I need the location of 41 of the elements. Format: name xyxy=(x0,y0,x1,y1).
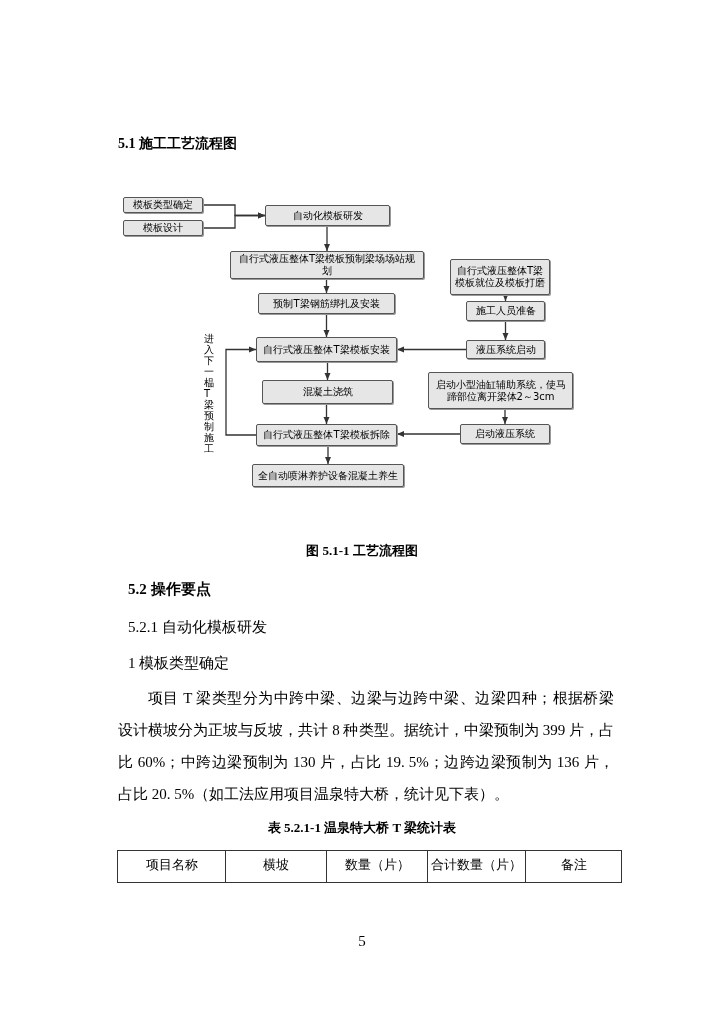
table-header-cell: 项目名称 xyxy=(117,850,226,883)
table-header-cell: 备注 xyxy=(525,850,622,883)
heading: 5.2 操作要点 xyxy=(128,580,211,599)
process-box: 液压系统启动 xyxy=(466,340,545,359)
arrow xyxy=(502,320,509,341)
process-box: 自行式液压整体T梁模板拆除 xyxy=(256,424,397,446)
arrow xyxy=(324,225,330,252)
arrow xyxy=(325,445,331,465)
process-box: 自行式液压整体T梁模板预制梁场场站规划 xyxy=(230,251,424,279)
arrow xyxy=(323,403,330,425)
process-box: 全自动喷淋养护设备混凝土养生 xyxy=(252,464,404,487)
arrow xyxy=(396,346,467,353)
process-box: 施工人员准备 xyxy=(466,301,545,321)
table-header-cell: 合计数量（片） xyxy=(427,850,526,883)
process-box: 模板设计 xyxy=(123,220,203,236)
table-title: 表 5.2.1-1 温泉特大桥 T 梁统计表 xyxy=(266,819,458,837)
table-header-cell: 横坡 xyxy=(225,850,327,883)
arrow xyxy=(396,431,461,437)
arrow xyxy=(225,346,257,436)
process-box: 自行式液压整体T梁模板安装 xyxy=(256,337,397,362)
arrow xyxy=(502,294,509,302)
arrow xyxy=(323,313,330,338)
process-box: 自行式液压整体T梁模板就位及模板打磨 xyxy=(450,259,550,295)
arrow xyxy=(324,361,331,381)
paragraph: 项目 T 梁类型分为中跨中梁、边梁与边跨中梁、边梁四种；根据桥梁设计横坡分为正坡与反坡，共计 8 种类型。据统计，中梁预制为 399 片，占比 60%；中跨边梁预制为 130 片，占比 19. 5%；边跨边梁预制为 136 片，占比 20. 5%（如工法应用项目温泉特大桥，统计见下表）。 xyxy=(118,689,614,804)
process-box: 预制T梁钢筋绑扎及安装 xyxy=(258,293,395,314)
page-number: 5 xyxy=(357,932,367,951)
section-heading: 5.1 施工工艺流程图 xyxy=(118,135,237,153)
process-box: 模板类型确定 xyxy=(123,197,203,213)
process-box: 启动小型油缸辅助系统，使马蹄部位离开梁体2～3cm xyxy=(428,372,573,409)
vertical-note: 进入下一榀T梁预制施工 xyxy=(204,333,214,454)
process-box: 启动液压系统 xyxy=(460,424,550,444)
process-box: 混凝土浇筑 xyxy=(262,380,393,404)
arrow xyxy=(502,408,508,425)
figure-caption: 图 5.1-1 工艺流程图 xyxy=(305,542,419,560)
arrow xyxy=(323,278,330,294)
heading: 5.2.1 自动化模板研发 xyxy=(128,618,267,637)
heading: 1 模板类型确定 xyxy=(128,654,230,673)
table-header-cell: 数量（片） xyxy=(326,850,428,883)
arrow xyxy=(202,212,266,229)
process-box: 自动化模板研发 xyxy=(265,205,390,226)
